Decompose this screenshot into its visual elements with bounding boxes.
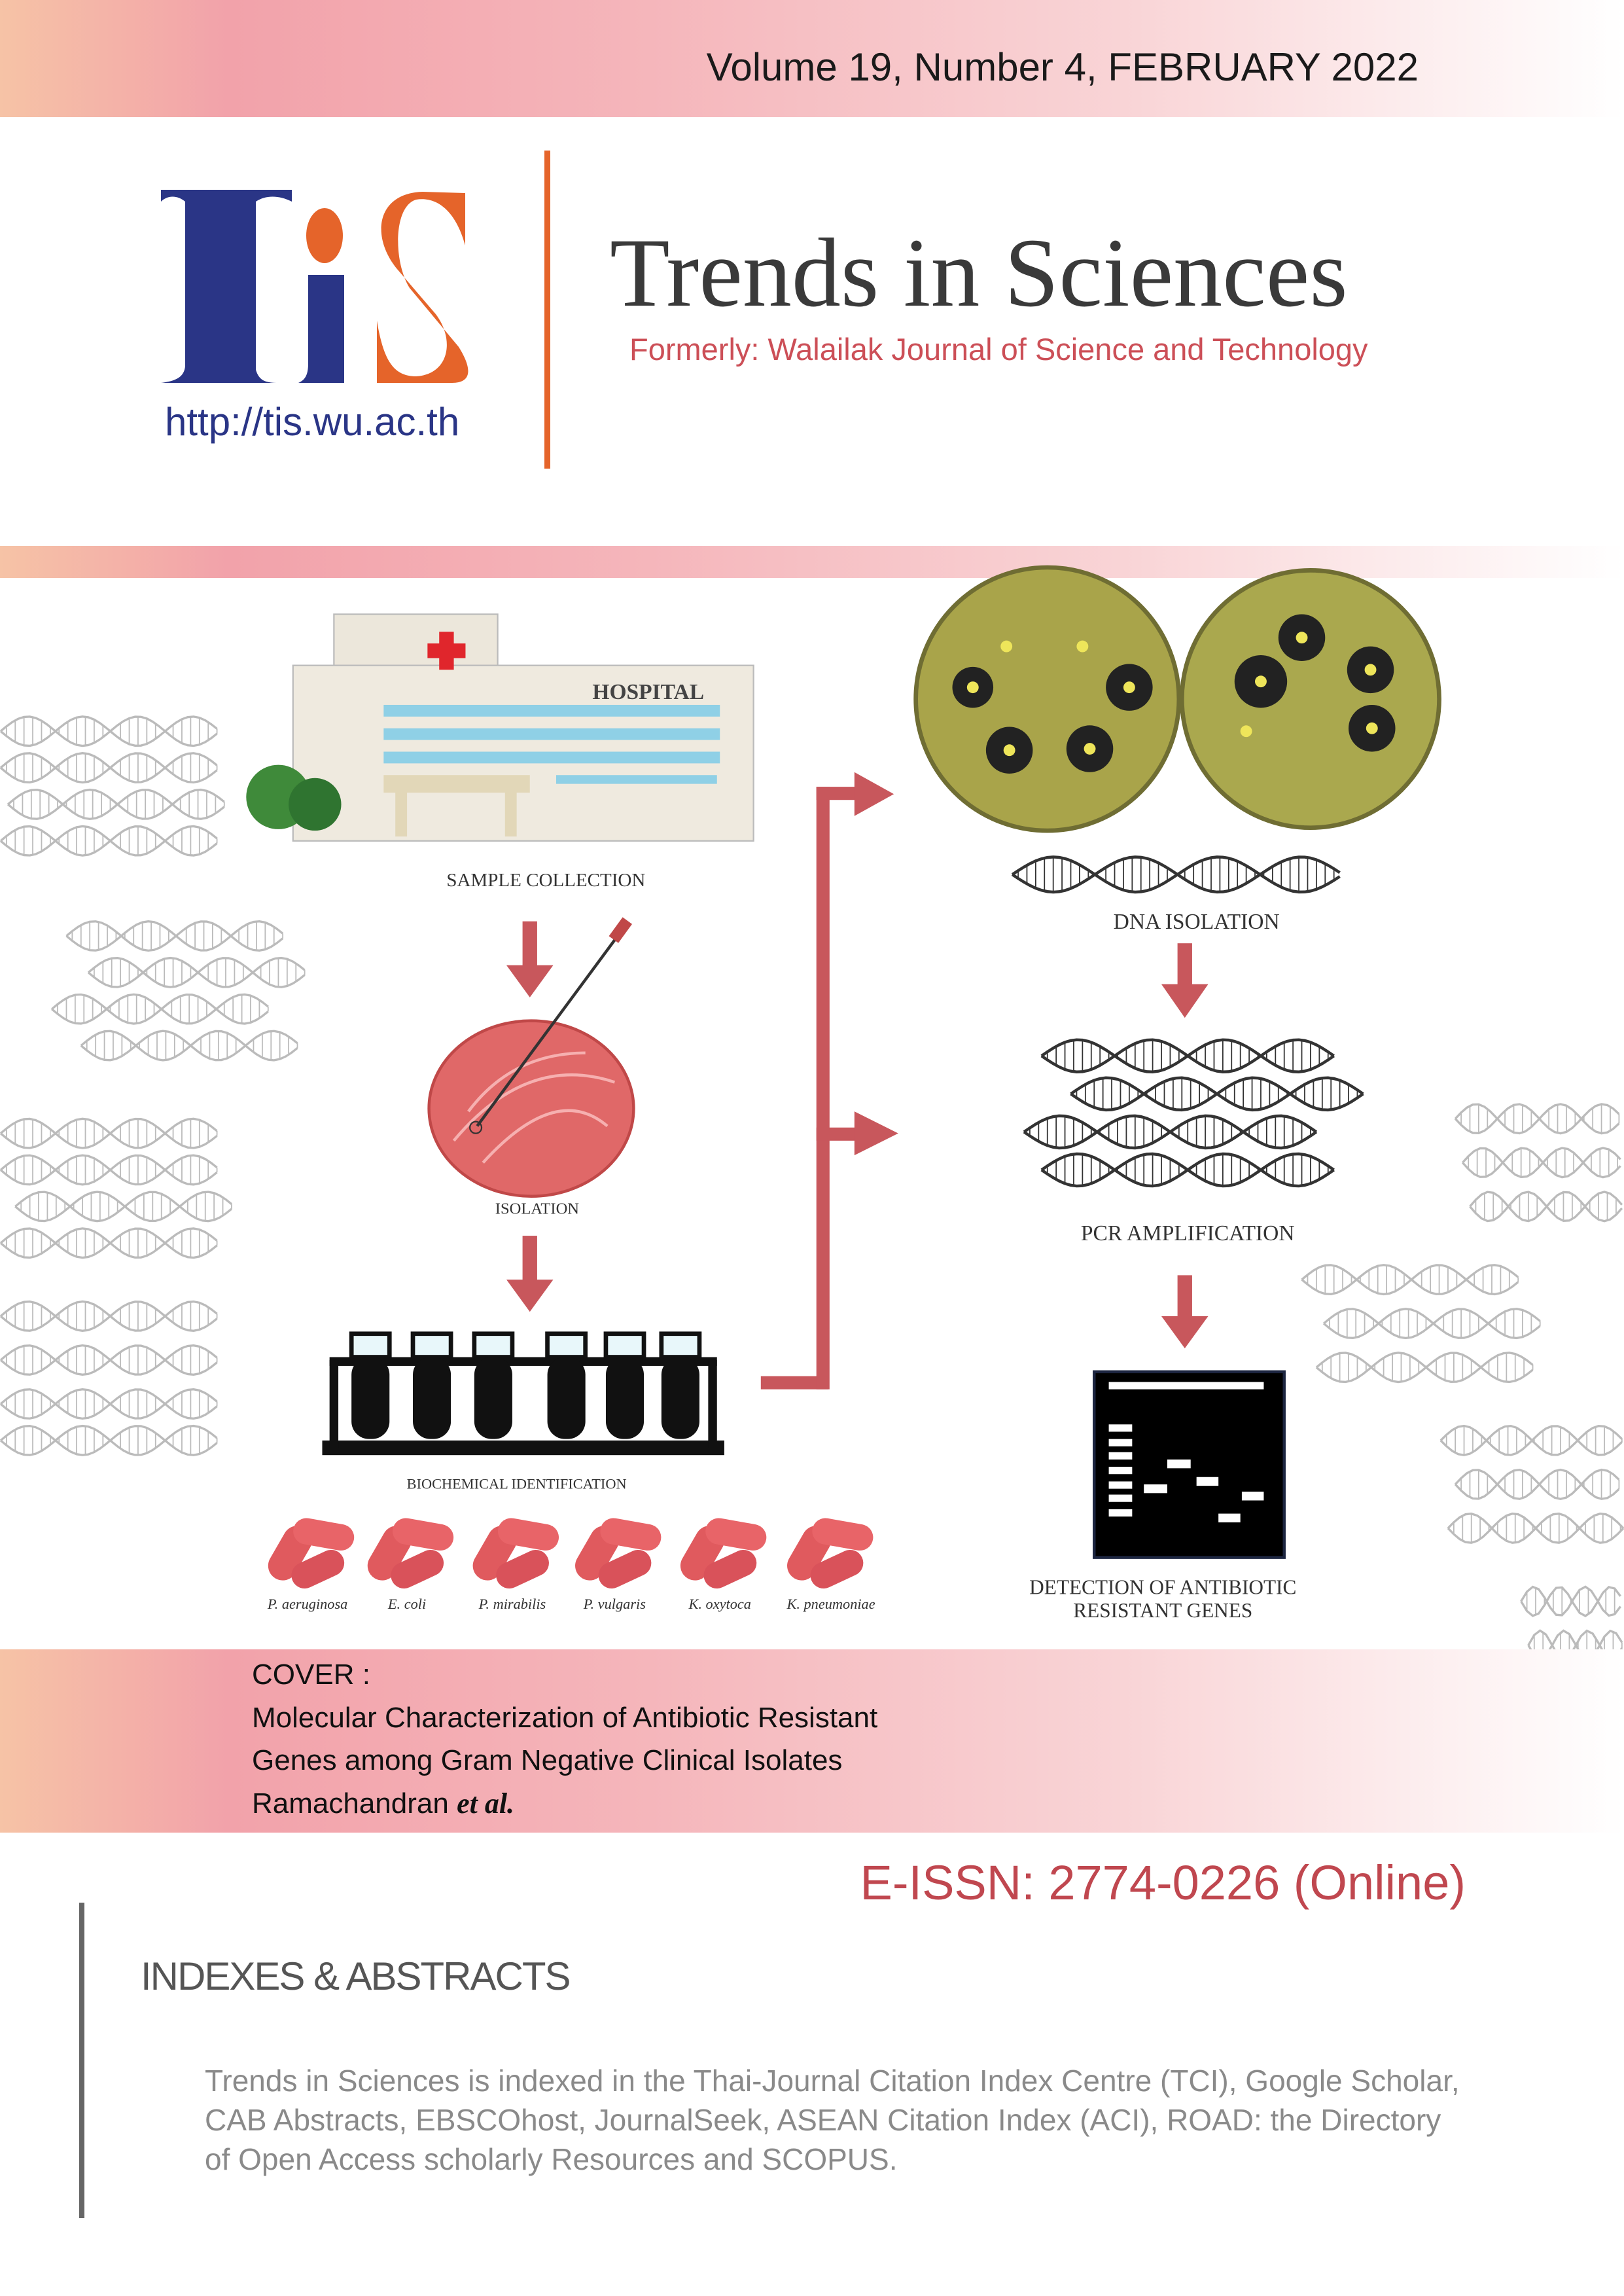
cover-band [0, 1649, 1624, 1833]
agar-plates-icon [913, 565, 1441, 833]
gel-electrophoresis-icon [1093, 1370, 1286, 1559]
et-al: et al. [457, 1787, 515, 1820]
label-biochemical: BIOCHEMICAL IDENTIFICATION [407, 1476, 627, 1492]
dna-isolation-icon [1011, 855, 1341, 894]
bacterium-icon [575, 1518, 662, 1589]
cover-line-2: Genes among Gram Negative Clinical Isola… [252, 1744, 843, 1776]
divider-vertical [79, 1903, 84, 2218]
label-isolation: ISOLATION [495, 1200, 580, 1218]
divider [544, 151, 550, 469]
formerly-subtitle: Formerly: Walailak Journal of Science an… [629, 332, 1368, 367]
dna-decoration [0, 715, 1624, 1698]
issn: E-ISSN: 2774-0226 (Online) [860, 1856, 1466, 1910]
cover-author: Ramachandran et al. [252, 1787, 514, 1820]
indexes-heading: INDEXES & ABSTRACTS [141, 1954, 571, 1998]
bacterium-label: E. coli [387, 1596, 426, 1612]
journal-title: Trends in Sciences [610, 219, 1348, 327]
bacterium-label: P. mirabilis [478, 1596, 546, 1612]
bacterium-label: K. pneumoniae [786, 1596, 875, 1612]
cover-label: COVER : [252, 1659, 370, 1691]
cover-line-1: Molecular Characterization of Antibiotic… [252, 1702, 878, 1734]
label-detection-2: RESISTANT GENES [1073, 1599, 1252, 1622]
bacterium-icon [472, 1518, 559, 1589]
label-pcr: PCR AMPLIFICATION [1081, 1221, 1295, 1246]
journal-url[interactable]: http://tis.wu.ac.th [165, 400, 460, 444]
bacterium-icon [787, 1518, 874, 1589]
petri-dish-icon [427, 917, 635, 1198]
hospital-icon: HOSPITAL [246, 613, 754, 842]
bacterium-icon [367, 1518, 454, 1589]
tis-logo [161, 190, 468, 383]
arrow-down-icon [506, 1236, 554, 1312]
bacterium-icon [268, 1518, 355, 1589]
issue-info: Volume 19, Number 4, FEBRUARY 2022 [706, 45, 1419, 89]
label-sample-collection: SAMPLE COLLECTION [446, 870, 645, 891]
bacterium-label: P. vulgaris [583, 1596, 646, 1612]
branch-arrow-icon [760, 772, 898, 1390]
author-name: Ramachandran [252, 1787, 457, 1820]
test-tube-rack-icon [322, 1331, 724, 1456]
label-dna-isolation: DNA ISOLATION [1114, 910, 1280, 934]
bacteria-row: P. aeruginosa E. coli P. mirabilis P. vulga… [267, 1518, 875, 1612]
divider-band [0, 546, 1624, 578]
arrow-down-icon [1161, 1275, 1209, 1349]
bacterium-icon [680, 1518, 767, 1589]
bacterium-label: K. oxytoca [688, 1596, 750, 1612]
label-detection-1: DETECTION OF ANTIBIOTIC [1029, 1575, 1296, 1598]
header-band [0, 0, 1624, 117]
bacterium-label: P. aeruginosa [267, 1596, 347, 1612]
hospital-sign: HOSPITAL [592, 680, 704, 704]
indexes-line-2: CAB Abstracts, EBSCOhost, JournalSeek, A… [205, 2103, 1441, 2137]
indexes-line-3: of Open Access scholarly Resources and S… [205, 2142, 898, 2176]
pcr-amplification-icon [1023, 1038, 1364, 1188]
arrow-down-icon [506, 921, 554, 997]
indexes-line-1: Trends in Sciences is indexed in the Tha… [205, 2064, 1460, 2098]
arrow-down-icon [1161, 943, 1209, 1018]
